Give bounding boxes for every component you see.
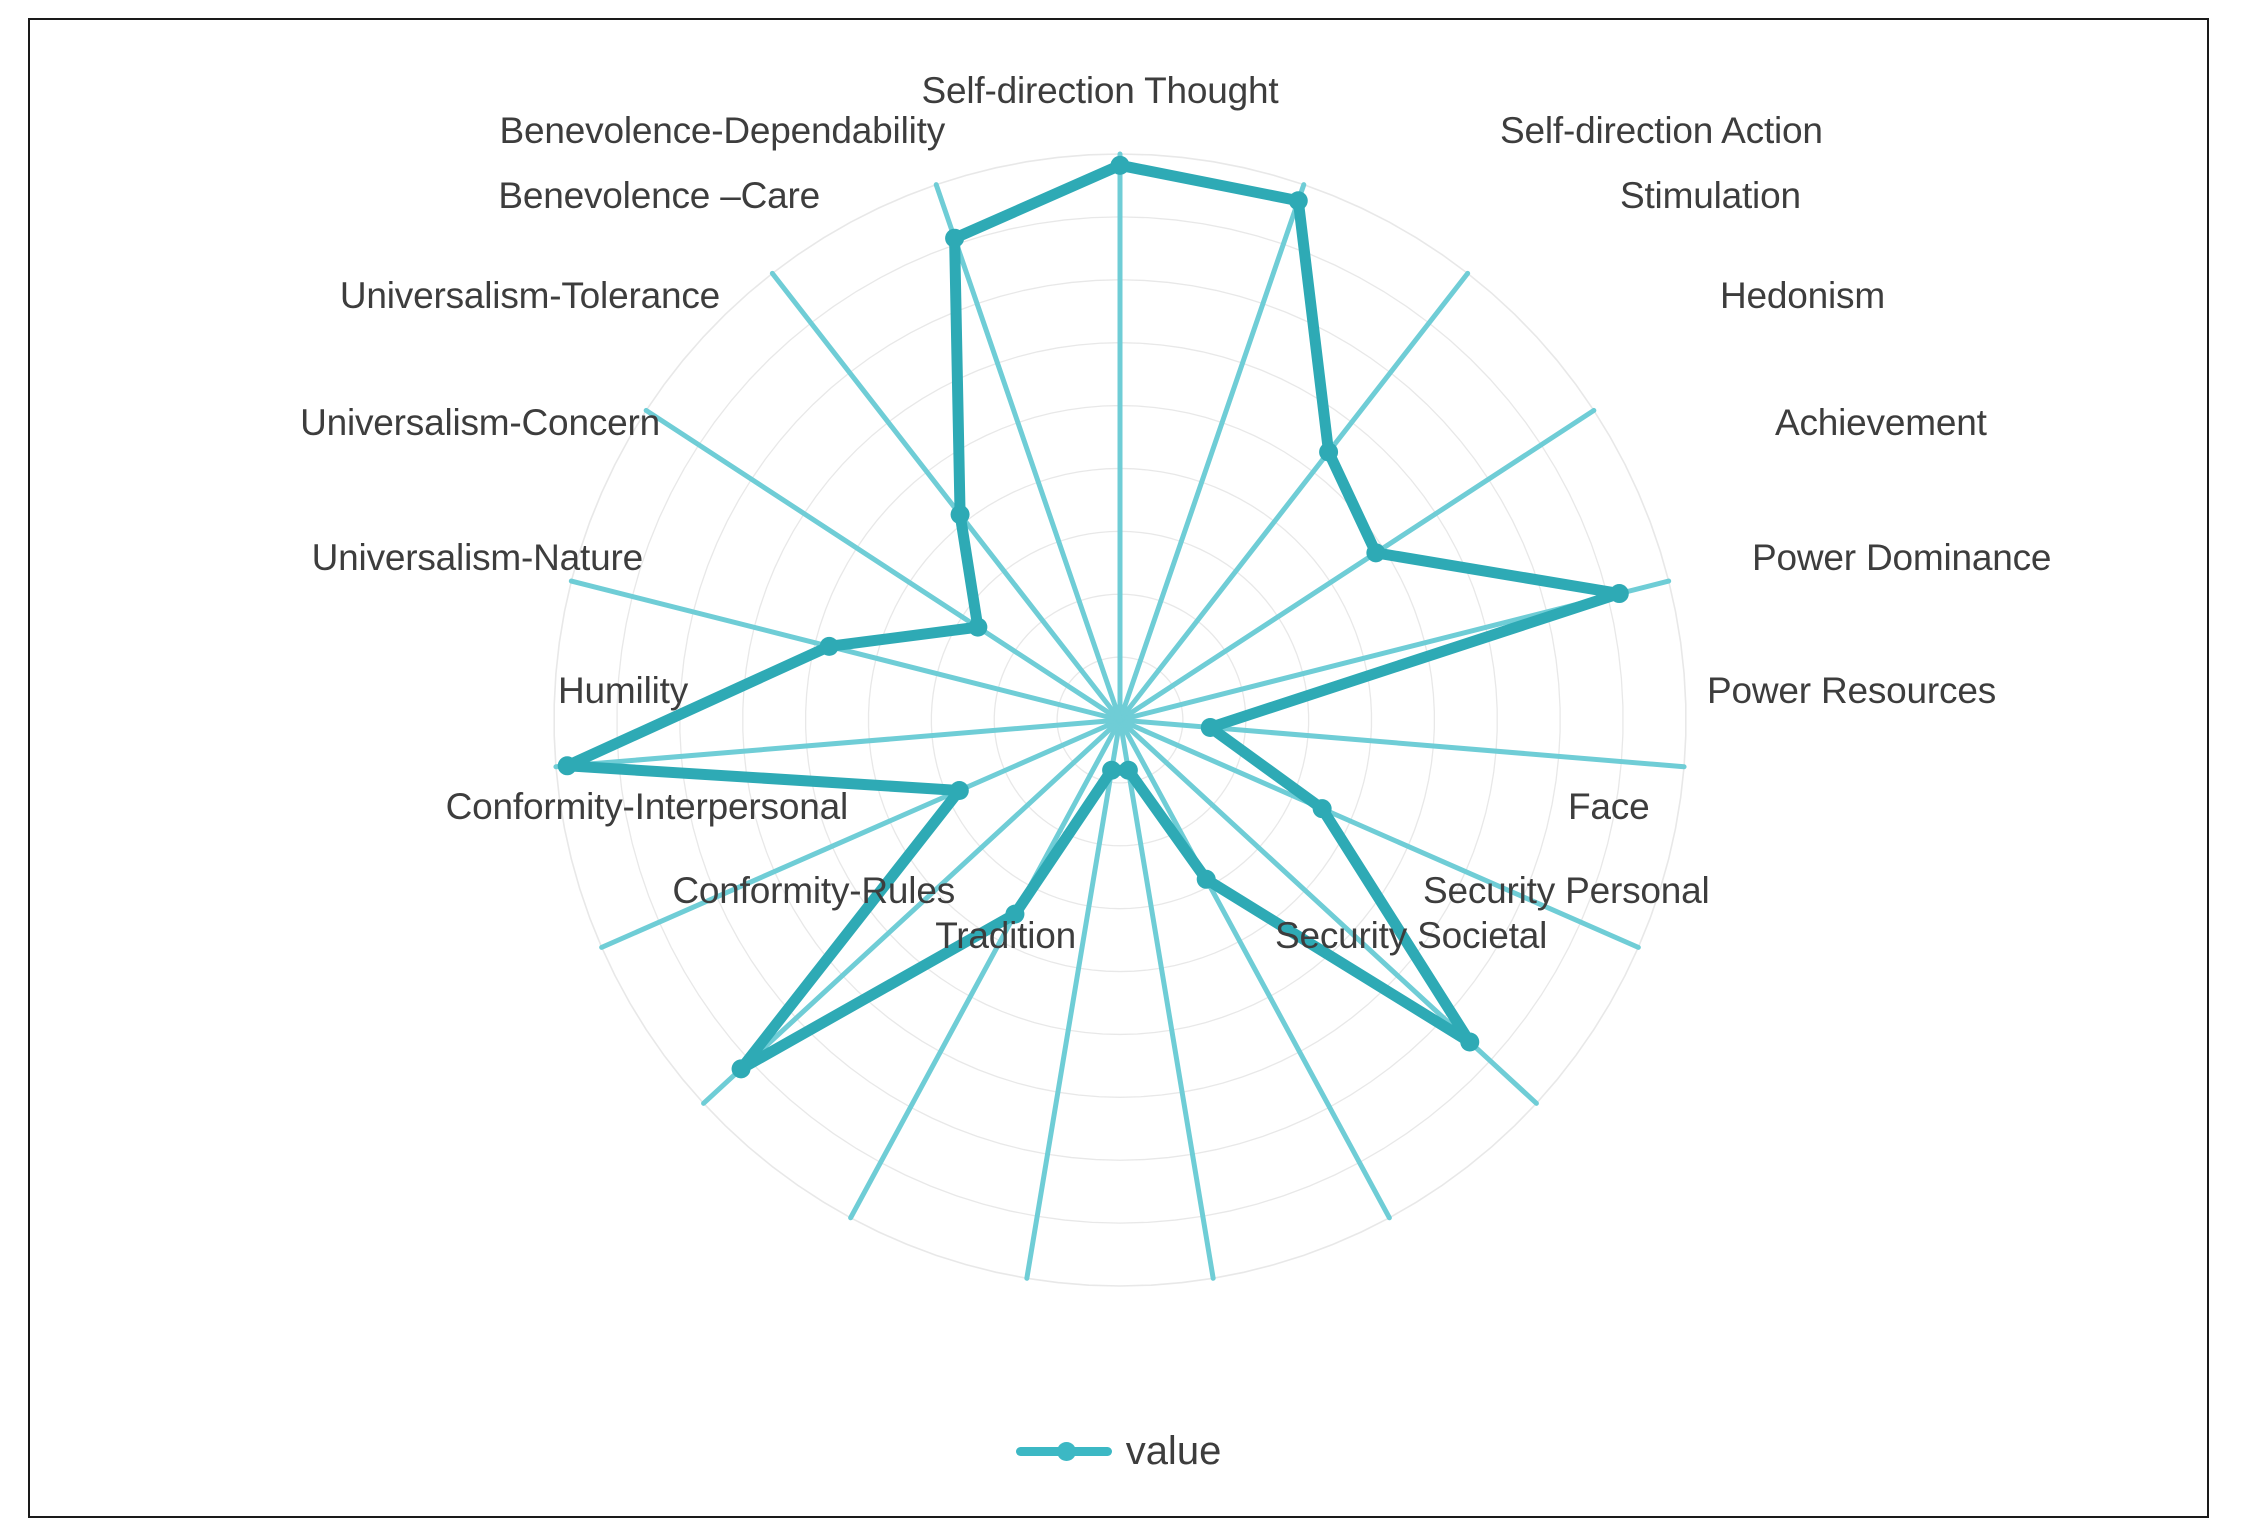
data-point-marker[interactable] [1312,799,1332,819]
axis-label-9: Security Societal [1275,915,1548,956]
data-point-marker[interactable] [1005,904,1025,924]
axis-label-7: Face [1568,786,1650,827]
axis-label-5: Power Dominance [1752,537,2052,578]
axis-spoke [599,717,1123,950]
grid-ring [1056,656,1184,784]
axis-spoke [643,407,1123,723]
axis-label-6: Power Resources [1707,670,1997,711]
series-value-markers [557,155,1629,1079]
axis-label-11: Conformity-Rules [672,870,955,911]
axis-spoke [1117,182,1307,723]
axis-spoke [1024,717,1123,1281]
axis-spoke [553,717,1123,770]
grid-ring [742,342,1498,1098]
data-point-marker[interactable] [1196,869,1216,889]
data-point-marker[interactable] [1609,584,1629,604]
grid-ring [867,467,1373,973]
axis-spoke [1117,717,1392,1221]
axis-spoke [1117,270,1471,723]
axis-spoke [769,270,1123,723]
data-point-marker[interactable] [1200,717,1220,737]
legend-line-swatch [1015,1442,1112,1461]
chart-legend[interactable]: value [30,1429,2207,1474]
grid-ring [553,153,1687,1287]
axis-spoke [701,717,1123,1106]
axis-spoke [1117,717,1216,1281]
axis-spoke [1117,717,1641,950]
radial-grid-rings [553,153,1687,1287]
axis-label-1: Self-direction Action [1500,110,1823,151]
axis-label-13: Humility [558,670,688,711]
axis-label-15: Universalism-Concern [300,402,660,443]
data-point-marker[interactable] [949,780,969,800]
data-point-marker[interactable] [968,617,988,637]
data-point-marker[interactable] [819,636,839,656]
radial-axis-spokes [553,151,1687,1281]
axis-spoke [568,578,1123,723]
data-point-marker[interactable] [1118,760,1138,780]
axis-spoke [933,182,1123,723]
axis-label-16: Universalism-Tolerance [339,275,720,316]
data-point-marker[interactable] [1460,1032,1480,1052]
grid-ring [993,593,1247,847]
data-point-marker[interactable] [950,505,970,525]
grid-ring [616,216,1624,1224]
radar-chart [553,151,1687,1287]
data-point-marker[interactable] [1319,442,1339,462]
grid-ring [679,279,1561,1161]
axis-label-2: Stimulation [1620,175,1801,216]
data-point-marker[interactable] [1366,543,1386,563]
axis-label-0: Self-direction Thought [921,70,1279,111]
axis-label-3: Hedonism [1720,275,1885,316]
legend-marker-dot [1056,1442,1076,1461]
data-point-marker[interactable] [1110,155,1130,175]
data-point-marker[interactable] [1102,760,1122,780]
axis-label-8: Security Personal [1423,870,1710,911]
axis-label-18: Benevolence-Dependability [499,110,946,151]
legend-label-value: value [1125,1429,1222,1473]
grid-ring [805,404,1435,1036]
axis-label-4: Achievement [1775,402,1987,443]
data-point-marker[interactable] [557,756,577,776]
data-point-marker[interactable] [1288,191,1308,211]
data-point-marker[interactable] [945,228,965,248]
axis-label-17: Benevolence –Care [498,175,820,216]
axis-label-10: Tradition [935,915,1076,956]
axis-spoke [1117,407,1597,723]
data-point-marker[interactable] [731,1059,751,1079]
axis-spoke [848,717,1123,1221]
axis-label-12: Conformity-Interpersonal [445,786,849,827]
axis-label-14: Universalism-Nature [311,537,644,578]
